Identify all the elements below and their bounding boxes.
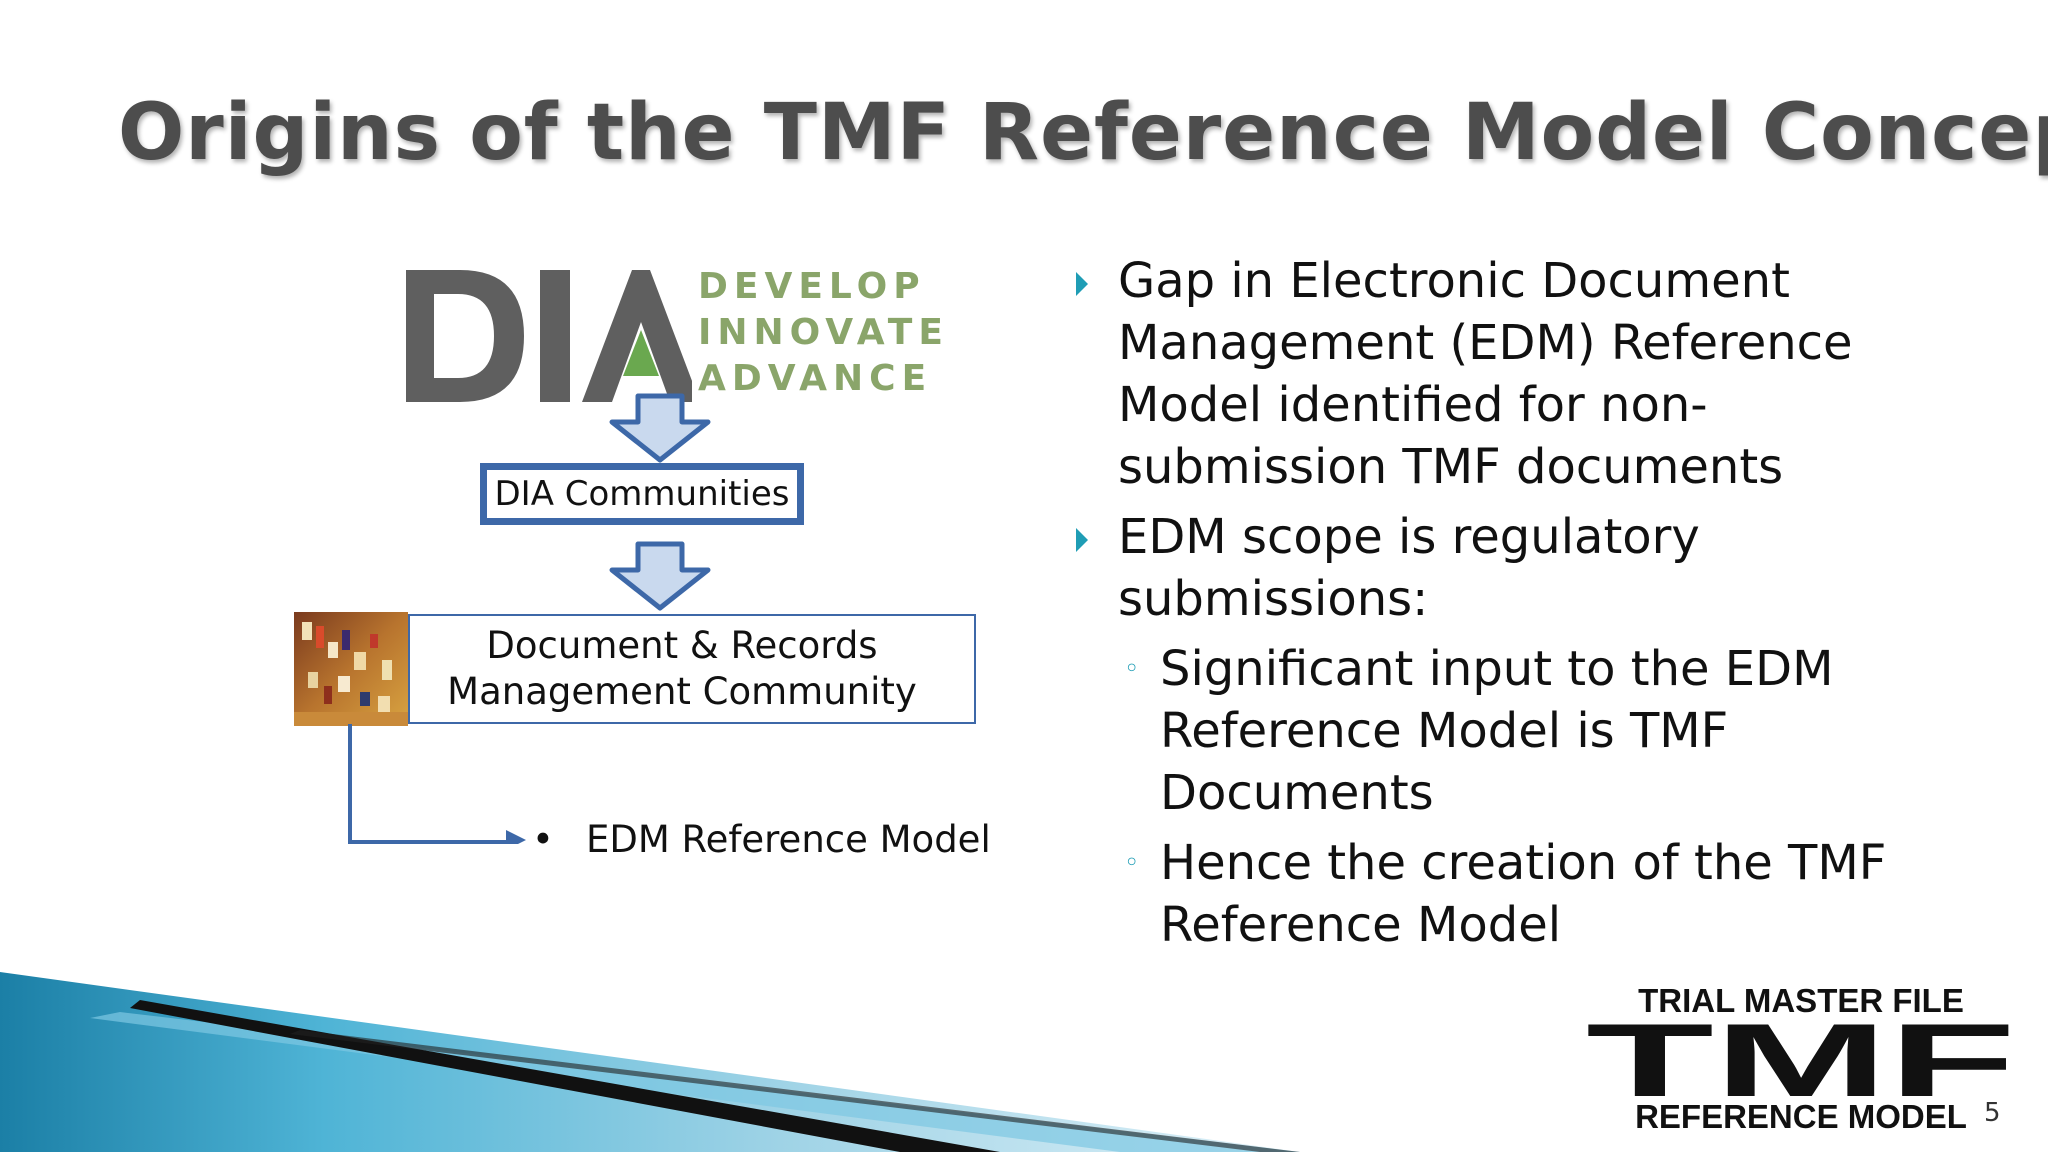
down-arrow-icon <box>609 541 711 611</box>
tmf-logo-main-text: TMF <box>1586 1003 2016 1119</box>
community-line-2: Management Community <box>447 670 917 713</box>
bullet-line: Reference Model is TMF <box>1160 703 1729 759</box>
tagline-develop: DEVELOP <box>698 266 926 307</box>
triangle-bullet-icon <box>1076 272 1088 296</box>
bullet-item: EDM scope is regulatory submissions: <box>1076 506 2036 630</box>
bullet-line: Gap in Electronic Document <box>1118 253 1790 309</box>
bullet-dot: • <box>532 818 554 861</box>
tmf-reference-model-logo: TRIAL MASTER FILE TMF REFERENCE MODEL <box>1586 982 2016 1132</box>
bullet-line: submission TMF documents <box>1118 439 1784 495</box>
sub-bullet-item: ◦ Hence the creation of the TMF Referenc… <box>1076 832 2036 956</box>
bullet-line: Documents <box>1160 765 1434 821</box>
dia-communities-label: DIA Communities <box>494 474 790 514</box>
tmf-logo-bottom-text: REFERENCE MODEL <box>1635 1098 1967 1132</box>
decorative-wave <box>0 972 1300 1152</box>
community-line-1: Document & Records <box>486 624 878 667</box>
bullet-line: Significant input to the EDM <box>1160 641 1834 697</box>
slide-title: Origins of the TMF Reference Model Conce… <box>118 88 2048 178</box>
bullet-line: Model identified for non- <box>1118 377 1708 433</box>
tmf-logo-top-text: TRIAL MASTER FILE <box>1638 982 1964 1019</box>
bullet-list: Gap in Electronic Document Management (E… <box>1076 250 2036 964</box>
community-photo <box>294 612 408 726</box>
tagline-innovate: INNOVATE <box>698 312 949 353</box>
dia-logo: DEVELOP INNOVATE ADVANCE <box>402 252 943 402</box>
bullet-line: submissions: <box>1118 571 1429 627</box>
bullet-line: Reference Model <box>1160 897 1562 953</box>
bullet-item: Gap in Electronic Document Management (E… <box>1076 250 2036 498</box>
dia-tagline: DEVELOP INNOVATE ADVANCE <box>698 264 949 402</box>
dia-letters-graphic <box>406 270 692 402</box>
sub-bullet-item: ◦ Significant input to the EDM Reference… <box>1076 638 2036 824</box>
circle-bullet-icon: ◦ <box>1124 654 1140 684</box>
down-arrow-icon <box>609 393 711 463</box>
elbow-arrow-icon <box>348 724 526 844</box>
document-records-community-box: Document & Records Management Community <box>408 614 976 724</box>
circle-bullet-icon: ◦ <box>1124 848 1140 878</box>
bullet-line: Management (EDM) Reference <box>1118 315 1853 371</box>
edm-reference-model-label: EDM Reference Model <box>586 818 991 861</box>
triangle-bullet-icon <box>1076 528 1088 552</box>
dia-communities-box: DIA Communities <box>480 463 804 525</box>
bullet-line: Hence the creation of the TMF <box>1160 835 1887 891</box>
slide-number: 5 <box>1984 1098 2001 1128</box>
bullet-line: EDM scope is regulatory <box>1118 509 1700 565</box>
tagline-advance: ADVANCE <box>698 358 933 399</box>
